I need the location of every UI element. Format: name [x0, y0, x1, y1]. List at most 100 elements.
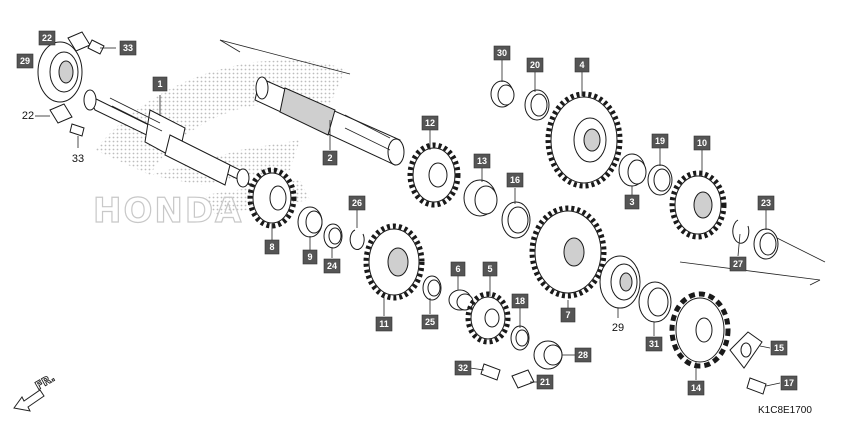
callout-28: 28 [574, 347, 592, 363]
callout-24: 24 [323, 258, 341, 274]
callout-8: 8 [264, 239, 280, 255]
needle-bearing-28 [533, 340, 563, 370]
callout-label: 10 [697, 138, 707, 148]
callout-label: 14 [691, 383, 701, 393]
gear-8 [247, 167, 297, 229]
callout-11: 11 [375, 316, 393, 332]
callout-label: 22 [42, 33, 52, 43]
gear-11 [363, 223, 425, 301]
callout-label: 1 [157, 79, 162, 89]
setting-plate-22-bottom [49, 103, 73, 124]
callout-9: 9 [302, 249, 318, 265]
callout-label: 25 [425, 317, 435, 327]
washer-23 [753, 228, 779, 260]
callout-6: 6 [450, 261, 466, 277]
plain-label-33: 33 [72, 153, 84, 165]
honda-watermark: HONDA [92, 60, 345, 232]
callout-16: 16 [506, 172, 524, 188]
callout-30: 30 [493, 45, 511, 61]
leader-lines [35, 60, 781, 387]
callout-5: 5 [482, 261, 498, 277]
callout-label: 15 [774, 343, 784, 353]
callout-label: 12 [425, 118, 435, 128]
bearing-29-left [37, 41, 83, 103]
callout-15: 15 [770, 340, 788, 356]
gear-4 [545, 91, 623, 189]
plain-label-29: 29 [612, 322, 624, 334]
callout-23: 23 [757, 195, 775, 211]
plain-labels: 22 33 29 [22, 110, 624, 334]
gear-5 [465, 291, 511, 345]
callout-label: 4 [579, 60, 584, 70]
callout-label: 5 [487, 264, 492, 274]
callout-21: 21 [536, 374, 554, 390]
oil-seal-31 [638, 281, 672, 323]
callout-label: 8 [269, 242, 274, 252]
bushing-9 [297, 206, 323, 238]
callout-18: 18 [511, 293, 529, 309]
callout-label: 9 [307, 252, 312, 262]
callout-label: 29 [20, 56, 30, 66]
circlip-26 [349, 229, 365, 250]
callout-label: 30 [497, 48, 507, 58]
bolt-32 [480, 363, 501, 381]
bushing-3 [618, 153, 647, 187]
washer-24 [323, 223, 343, 249]
circlip-27 [732, 219, 750, 244]
callouts: 22 33 29 1 2 8 9 24 26 11 6 25 12 13 16 [16, 30, 798, 396]
callout-31: 31 [645, 336, 663, 352]
mainshaft [83, 89, 252, 188]
plain-label-22: 22 [22, 110, 34, 122]
bolt-33-bottom [69, 123, 85, 148]
washer-25 [422, 275, 442, 301]
callout-12: 12 [421, 115, 439, 131]
callout-label: 18 [515, 296, 525, 306]
callout-label: 26 [352, 198, 362, 208]
gear-10 [669, 170, 727, 240]
callout-29-top: 29 [16, 53, 34, 69]
callout-label: 28 [578, 350, 588, 360]
bolt-17 [746, 377, 767, 395]
bearing-29-right [599, 255, 641, 309]
washer-20 [524, 89, 550, 121]
callout-label: 3 [629, 197, 634, 207]
callout-label: 23 [761, 198, 771, 208]
callout-33-top: 33 [119, 40, 137, 56]
callout-10: 10 [693, 135, 711, 151]
callout-label: 17 [784, 378, 794, 388]
bolt-33-top [87, 39, 116, 55]
callout-label: 16 [510, 175, 520, 185]
callout-label: 21 [540, 377, 550, 387]
washer-16 [501, 201, 531, 239]
callout-2: 2 [322, 150, 338, 166]
callout-14: 14 [687, 380, 705, 396]
callout-label: 2 [327, 153, 332, 163]
honda-brand-text: HONDA [93, 191, 243, 231]
needle-bearing-30 [490, 80, 515, 108]
callout-26: 26 [348, 195, 366, 211]
callout-13: 13 [473, 153, 491, 169]
countershaft [254, 76, 405, 166]
callout-label: 6 [455, 264, 460, 274]
callout-label: 13 [477, 156, 487, 166]
front-direction-marker: FR. [13, 371, 58, 412]
callout-label: 27 [733, 259, 743, 269]
callout-label: 19 [655, 136, 665, 146]
callout-25: 25 [421, 314, 439, 330]
callout-20: 20 [526, 57, 544, 73]
callout-label: 11 [379, 319, 389, 329]
washer-18 [510, 325, 530, 351]
front-direction-label: FR. [33, 371, 57, 392]
callout-4: 4 [574, 57, 590, 73]
callout-17: 17 [780, 375, 798, 391]
callout-label: 24 [327, 261, 337, 271]
gear-12 [407, 142, 461, 208]
bushing-13 [463, 179, 498, 217]
callout-22-top: 22 [38, 30, 56, 46]
callout-label: 32 [458, 363, 468, 373]
callout-label: 7 [565, 310, 570, 320]
callout-27: 27 [729, 256, 747, 272]
sprocket-plate-15 [729, 331, 763, 369]
callout-32: 32 [454, 360, 472, 376]
